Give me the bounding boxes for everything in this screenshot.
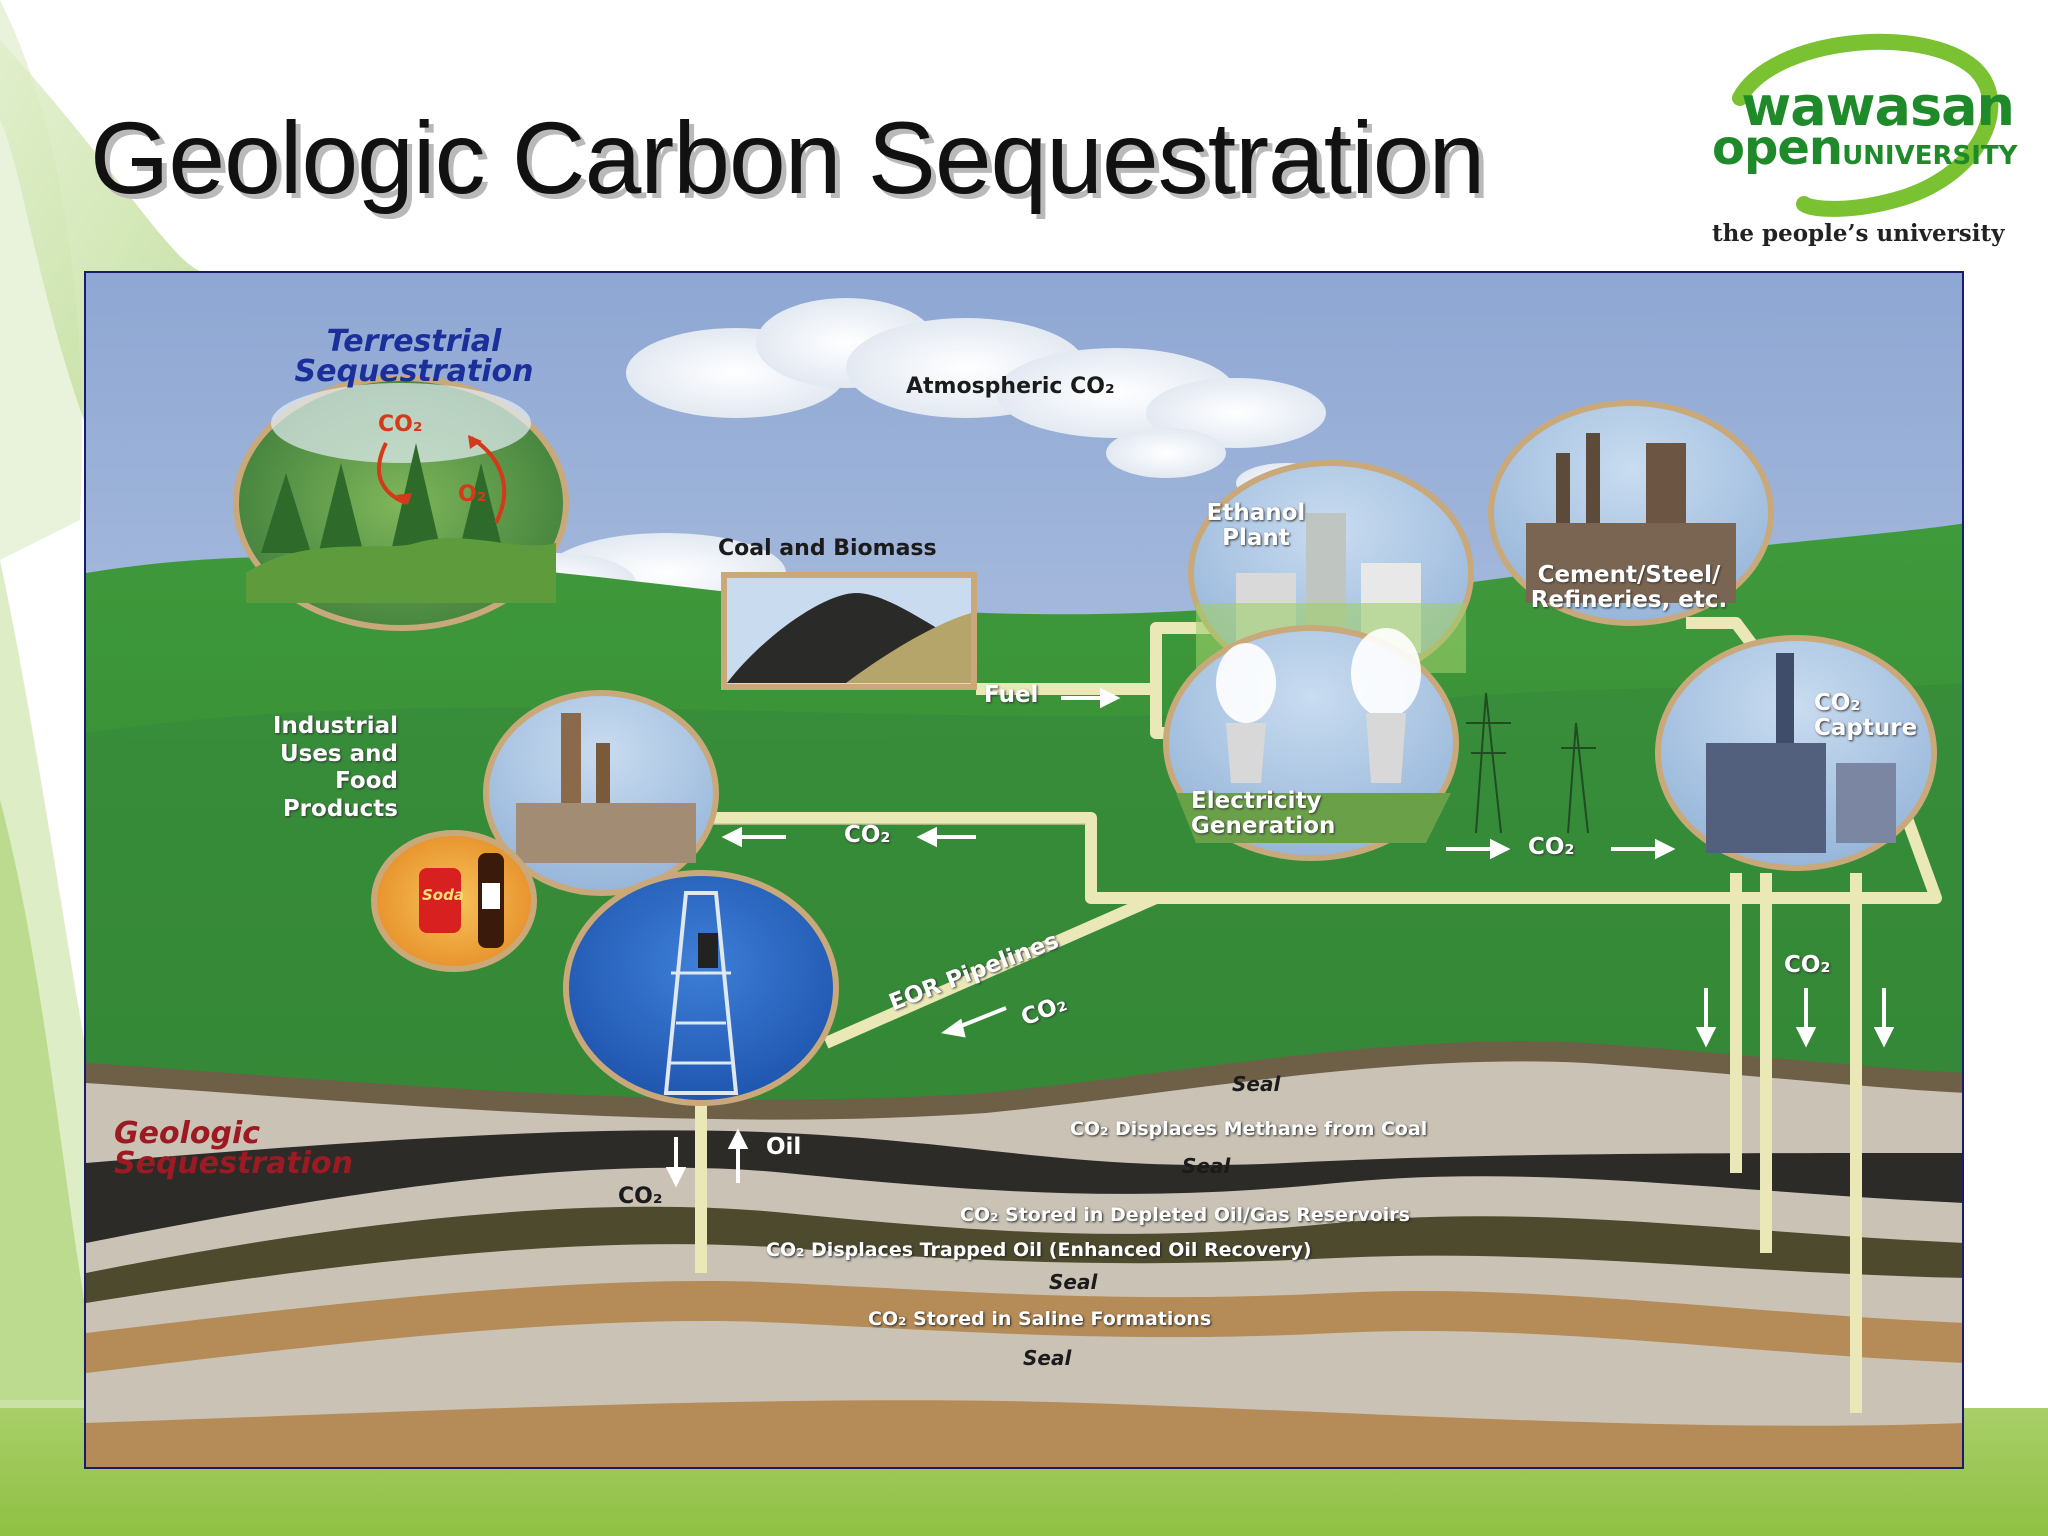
eor-layer-label: CO₂ Displaces Trapped Oil (Enhanced Oil … bbox=[766, 1239, 1312, 1261]
cement-label: Cement/Steel/ Refineries, etc. bbox=[1514, 562, 1744, 614]
coal-biomass-label: Coal and Biomass bbox=[718, 536, 937, 561]
seal-label-1: Seal bbox=[1232, 1072, 1281, 1096]
cement-steel-image bbox=[1488, 400, 1774, 626]
industrial-label: Industrial Uses and Food Products bbox=[236, 713, 398, 823]
diagram-scene bbox=[86, 273, 1962, 1467]
soda-image bbox=[371, 830, 537, 972]
co2-capture-line1: CO₂ bbox=[1814, 690, 1861, 716]
depleted-reservoir-label: CO₂ Stored in Depleted Oil/Gas Reservoir… bbox=[960, 1204, 1410, 1226]
sequestration-diagram: Terrestrial Sequestration CO₂ O₂ Atmosph… bbox=[84, 271, 1964, 1469]
co2-capture-image bbox=[1655, 635, 1937, 871]
logo-open: open bbox=[1712, 120, 1843, 176]
cement-label-line2: Refineries, etc. bbox=[1530, 587, 1728, 614]
forest-co2-label: CO₂ bbox=[378, 412, 423, 437]
logo-university: UNIVERSITY bbox=[1842, 141, 2018, 171]
terrestrial-heading-line1: Terrestrial bbox=[326, 324, 502, 359]
electricity-label: Electricity Generation bbox=[1191, 788, 1336, 840]
ethanol-label-line1: Ethanol bbox=[1206, 500, 1306, 526]
soda-brand-label: Soda bbox=[422, 886, 464, 904]
electricity-label-line1: Electricity bbox=[1191, 788, 1322, 814]
seal-label-2: Seal bbox=[1182, 1154, 1231, 1178]
electricity-label-line2: Generation bbox=[1191, 813, 1336, 840]
industrial-line1: Industrial bbox=[272, 713, 398, 739]
cement-label-line1: Cement/Steel/ bbox=[1537, 562, 1721, 588]
logo-arc bbox=[1732, 33, 1999, 217]
logo-open-university: openUNIVERSITY bbox=[1712, 124, 2018, 172]
slide-title: Geologic Carbon Sequestration bbox=[90, 101, 1485, 215]
forest-o2-label: O₂ bbox=[458, 482, 487, 507]
logo-wawasan: wawasan bbox=[1741, 75, 2015, 138]
co2-capture-label: CO₂ Capture bbox=[1814, 690, 1918, 742]
logo-tagline: the people’s university bbox=[1712, 220, 2005, 247]
co2-capture-line2: Capture bbox=[1814, 715, 1918, 742]
seal-label-3: Seal bbox=[1049, 1270, 1098, 1294]
university-logo: wawasan openUNIVERSITY the people’s univ… bbox=[1712, 28, 2022, 258]
forest-image bbox=[233, 375, 569, 631]
co2-right-label: CO₂ bbox=[1528, 834, 1575, 860]
methane-label: CO₂ Displaces Methane from Coal bbox=[1070, 1118, 1428, 1140]
coal-biomass-image bbox=[721, 572, 977, 690]
electricity-plant-image bbox=[1163, 625, 1459, 861]
fuel-label: Fuel bbox=[984, 682, 1039, 708]
well-co2-label: CO₂ bbox=[618, 1184, 663, 1209]
flow-arrows bbox=[665, 687, 1895, 1188]
geologic-heading-line1: Geologic bbox=[114, 1116, 261, 1151]
industrial-image bbox=[483, 690, 719, 896]
industrial-line2: Uses and bbox=[279, 740, 398, 767]
geologic-heading-line2: Sequestration bbox=[114, 1146, 353, 1181]
geologic-heading: Geologic Sequestration bbox=[114, 1119, 353, 1179]
ethanol-label-line2: Plant bbox=[1222, 525, 1290, 552]
terrestrial-heading: Terrestrial Sequestration bbox=[264, 327, 564, 387]
industrial-line3: Food bbox=[335, 768, 398, 795]
terrestrial-heading-line2: Sequestration bbox=[294, 354, 534, 389]
oil-rig-image bbox=[563, 870, 839, 1106]
co2-left-label: CO₂ bbox=[844, 822, 891, 848]
atmospheric-co2-label: Atmospheric CO₂ bbox=[906, 374, 1115, 399]
co2-down-label: CO₂ bbox=[1784, 952, 1831, 978]
saline-label: CO₂ Stored in Saline Formations bbox=[868, 1308, 1212, 1330]
ethanol-plant-label: Ethanol Plant bbox=[1186, 500, 1326, 552]
seal-label-4: Seal bbox=[1023, 1346, 1072, 1370]
oil-label: Oil bbox=[766, 1134, 802, 1160]
industrial-line4: Products bbox=[282, 795, 398, 822]
